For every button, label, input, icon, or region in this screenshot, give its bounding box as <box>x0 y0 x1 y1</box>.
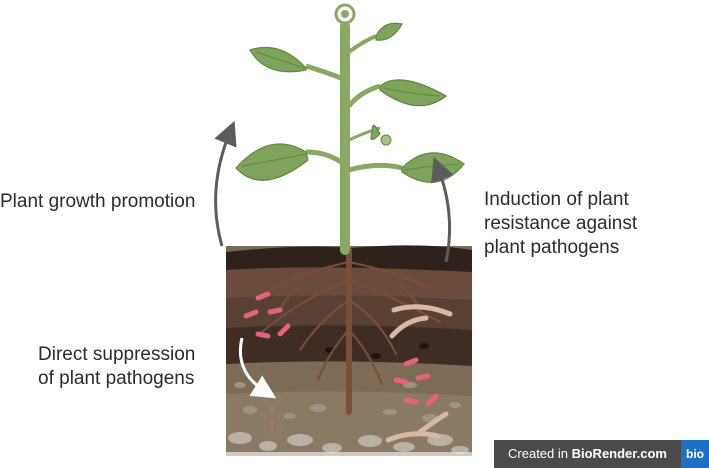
label-direct-suppression: Direct suppression of plant pathogens <box>38 343 228 391</box>
label-line: plant pathogens <box>484 237 620 258</box>
label-induction-of-resistance: Induction of plant resistance against pl… <box>484 188 664 260</box>
watermark-brand: BioRender.com <box>571 446 667 461</box>
label-line: Direct suppression <box>38 344 196 365</box>
pathogen-fungus-icon <box>259 397 285 440</box>
label-line: Induction of plant <box>484 189 629 210</box>
plant-roots <box>261 247 441 415</box>
label-line: resistance against <box>484 213 638 234</box>
fungal-hyphae <box>385 304 453 443</box>
label-line: of plant pathogens <box>38 368 195 389</box>
suppression-arrow <box>238 337 277 399</box>
bacteria-cluster <box>243 291 439 407</box>
leaf-veins <box>241 51 461 171</box>
biorender-watermark[interactable]: Created in BioRender.com bio <box>494 440 709 468</box>
label-plant-growth-promotion: Plant growth promotion <box>0 191 196 212</box>
plant-stem <box>305 21 403 255</box>
flower-bud-icon <box>334 3 392 146</box>
growth-arrow <box>214 120 237 247</box>
watermark-prefix: Created in <box>508 446 572 461</box>
resistance-arrow <box>431 156 454 263</box>
watermark-text: Created in BioRender.com <box>494 440 681 468</box>
biorender-logo-icon: bio <box>681 440 709 468</box>
